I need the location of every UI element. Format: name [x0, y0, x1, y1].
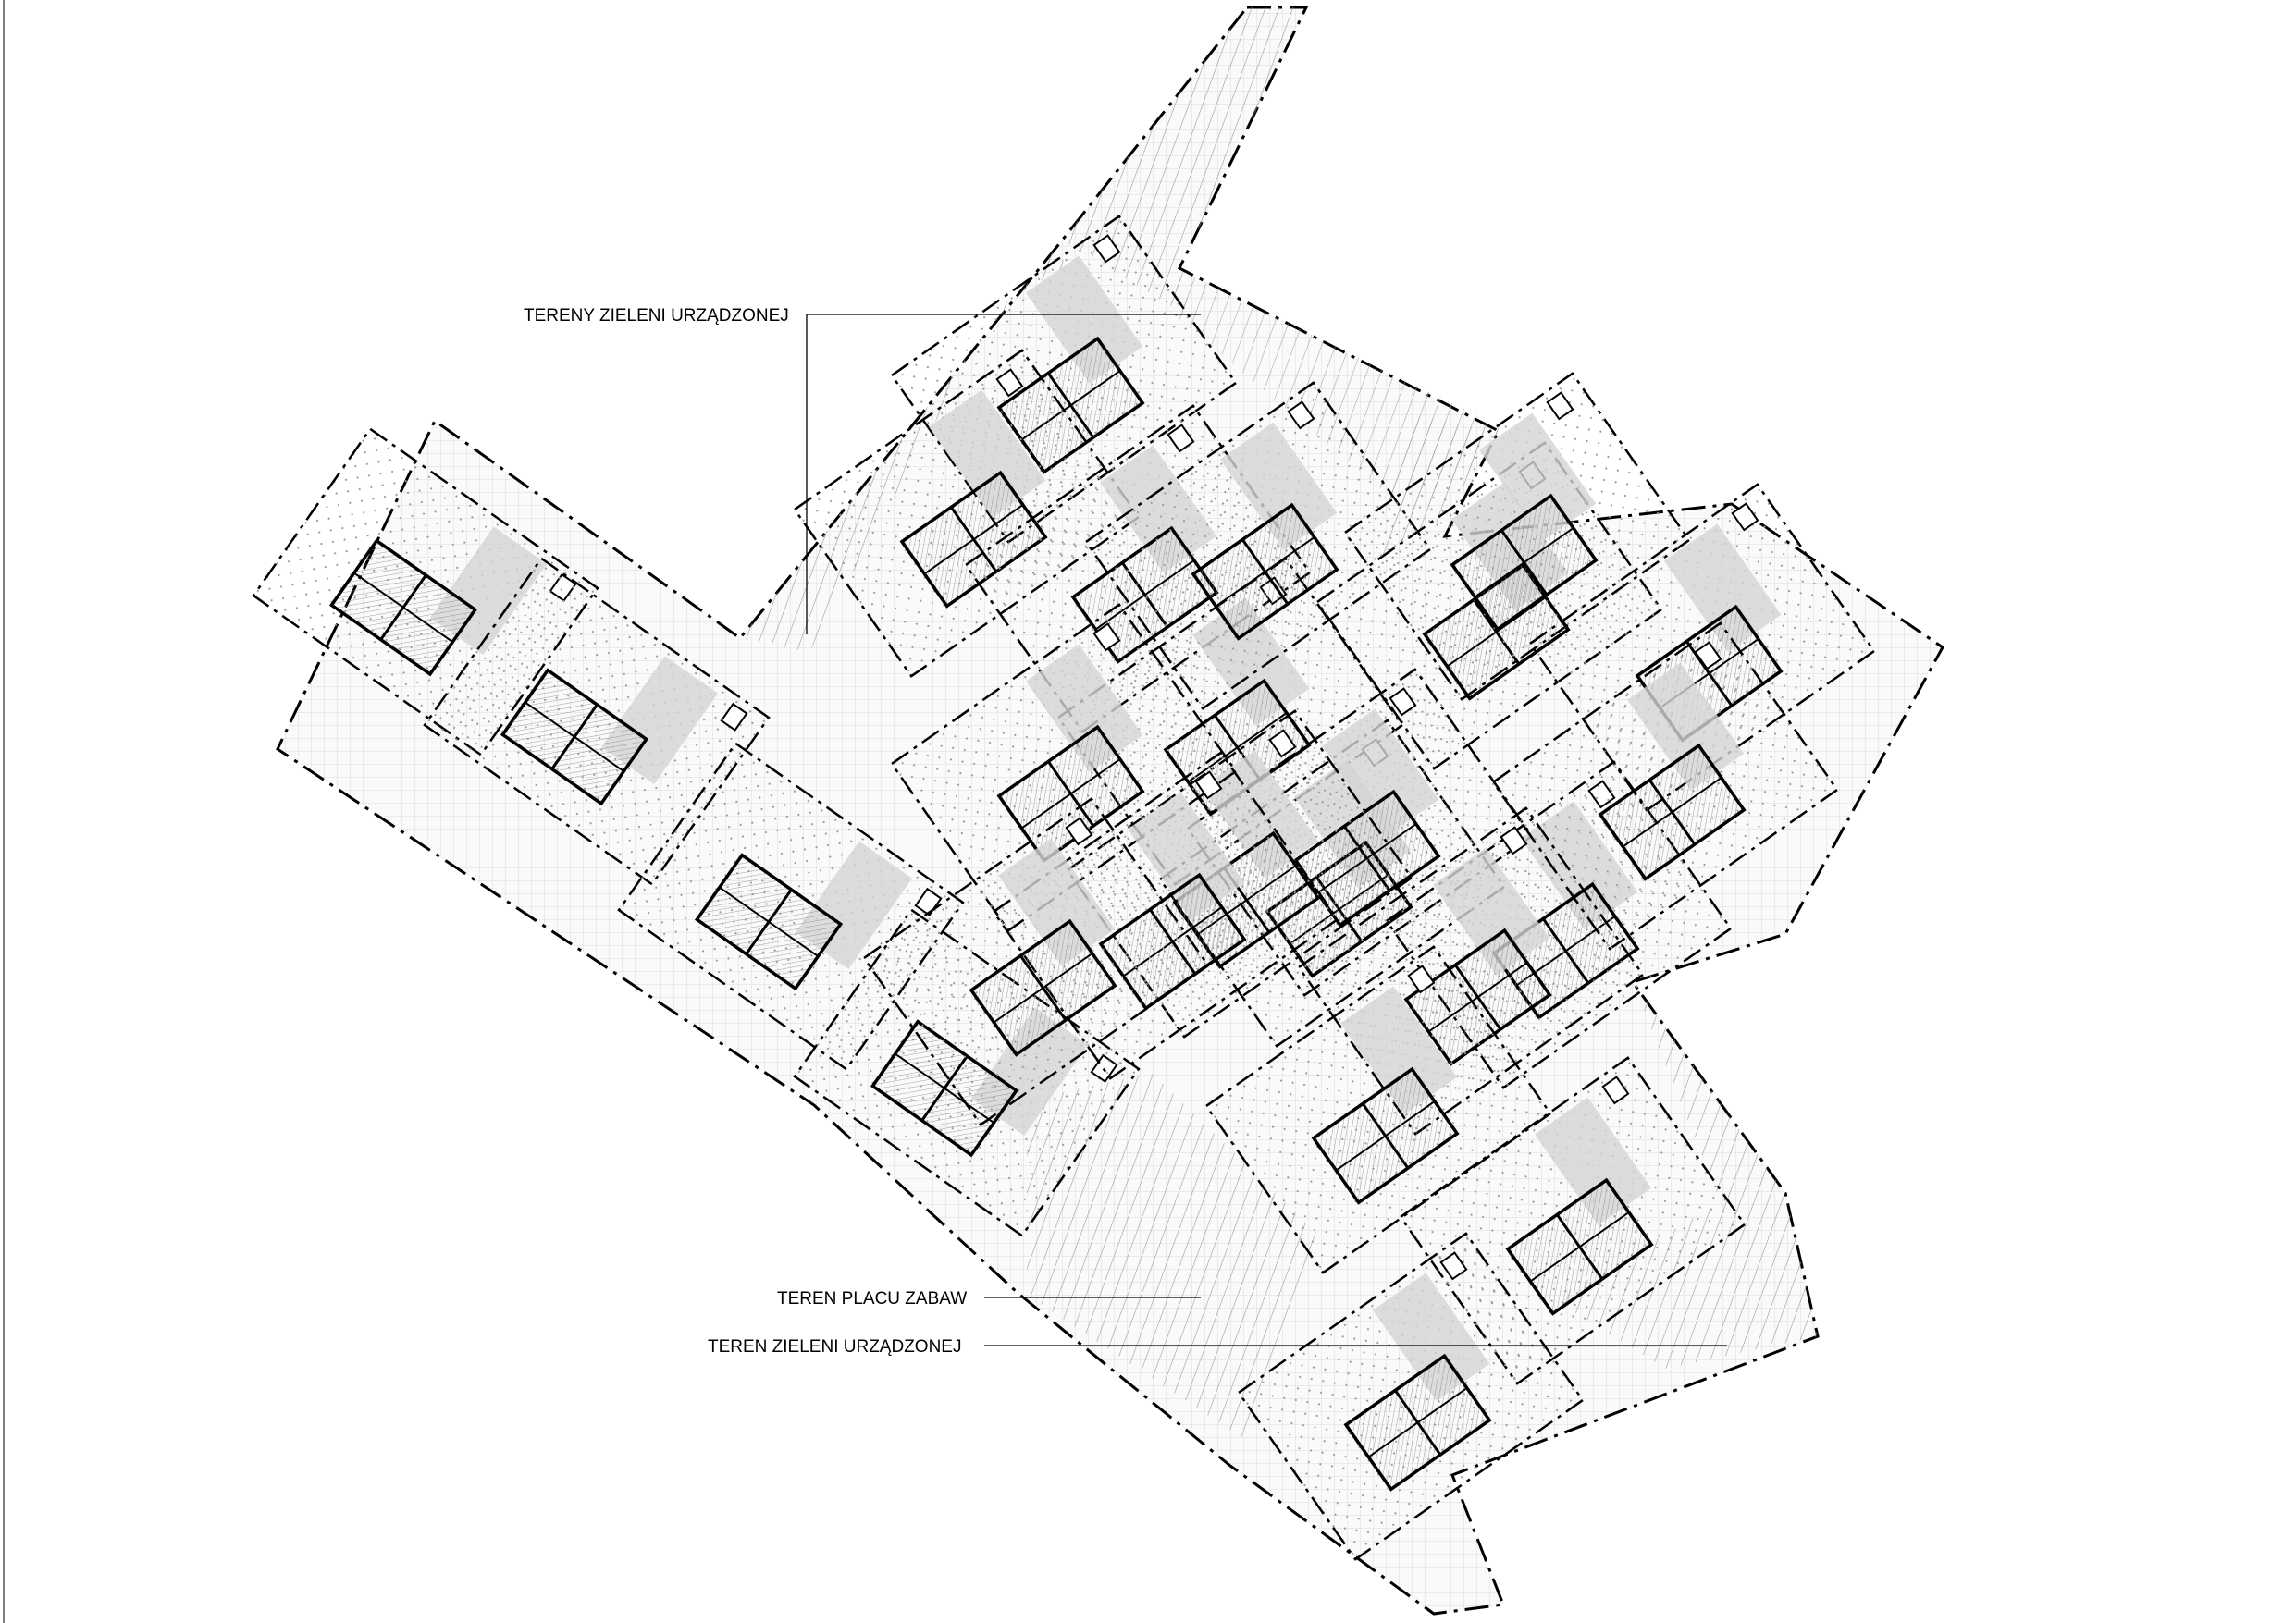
lot: [1237, 1232, 1585, 1561]
utility-box: [1092, 234, 1121, 264]
utility-box: [1167, 424, 1195, 453]
twin-house: [1505, 1177, 1654, 1316]
lot: [1204, 945, 1552, 1274]
utility-box: [1268, 729, 1297, 758]
driveway: [1340, 986, 1458, 1114]
driveway: [1627, 662, 1745, 791]
driveway: [1026, 644, 1143, 772]
label-green-area-bottom: TEREN ZIELENI URZĄDZONEJ: [708, 1337, 961, 1357]
driveway: [1128, 792, 1245, 920]
driveway: [1433, 847, 1550, 976]
utility-box: [1389, 687, 1417, 717]
twin-house: [969, 918, 1117, 1057]
utility-box: [1439, 1251, 1468, 1281]
driveway: [1026, 255, 1143, 384]
utility-box: [1601, 1076, 1630, 1105]
utility-box: [1546, 391, 1574, 421]
driveway: [1535, 1097, 1652, 1225]
twin-house: [500, 668, 649, 806]
lot: [793, 349, 1141, 678]
twin-house: [328, 538, 478, 677]
utility-box: [720, 702, 748, 732]
driveway: [1479, 412, 1597, 541]
driveway: [998, 838, 1116, 966]
driveway: [929, 389, 1046, 518]
lot: [1491, 621, 1839, 951]
utility-box: [1407, 965, 1436, 994]
twin-house: [1450, 493, 1599, 632]
utility-box: [1694, 641, 1722, 670]
twin-house: [1343, 1353, 1492, 1492]
lot: [1084, 381, 1432, 710]
utility-box: [1092, 622, 1121, 652]
driveway: [1664, 523, 1782, 652]
utility-box: [1731, 502, 1759, 532]
leader-lines: [806, 314, 1727, 1346]
twin-house: [1598, 743, 1747, 881]
label-green-areas-top: TERENY ZIELENI URZĄDZONEJ: [524, 306, 789, 326]
building-lots: [252, 215, 1876, 1561]
twin-house: [694, 853, 844, 991]
utility-box: [995, 368, 1024, 398]
driveway: [1322, 708, 1439, 837]
twin-house: [1311, 1066, 1460, 1205]
driveway: [1220, 422, 1338, 550]
utility-box: [1194, 770, 1223, 800]
utility-box: [1287, 400, 1315, 430]
utility-box: [914, 887, 943, 916]
utility-box: [1065, 817, 1093, 846]
lot: [1343, 372, 1691, 701]
twin-house: [1191, 502, 1339, 641]
utility-box: [1500, 826, 1528, 855]
lot: [423, 557, 771, 886]
driveway: [1373, 1273, 1490, 1401]
label-playground: TEREN PLACU ZABAW: [777, 1289, 967, 1309]
lot: [862, 797, 1210, 1126]
